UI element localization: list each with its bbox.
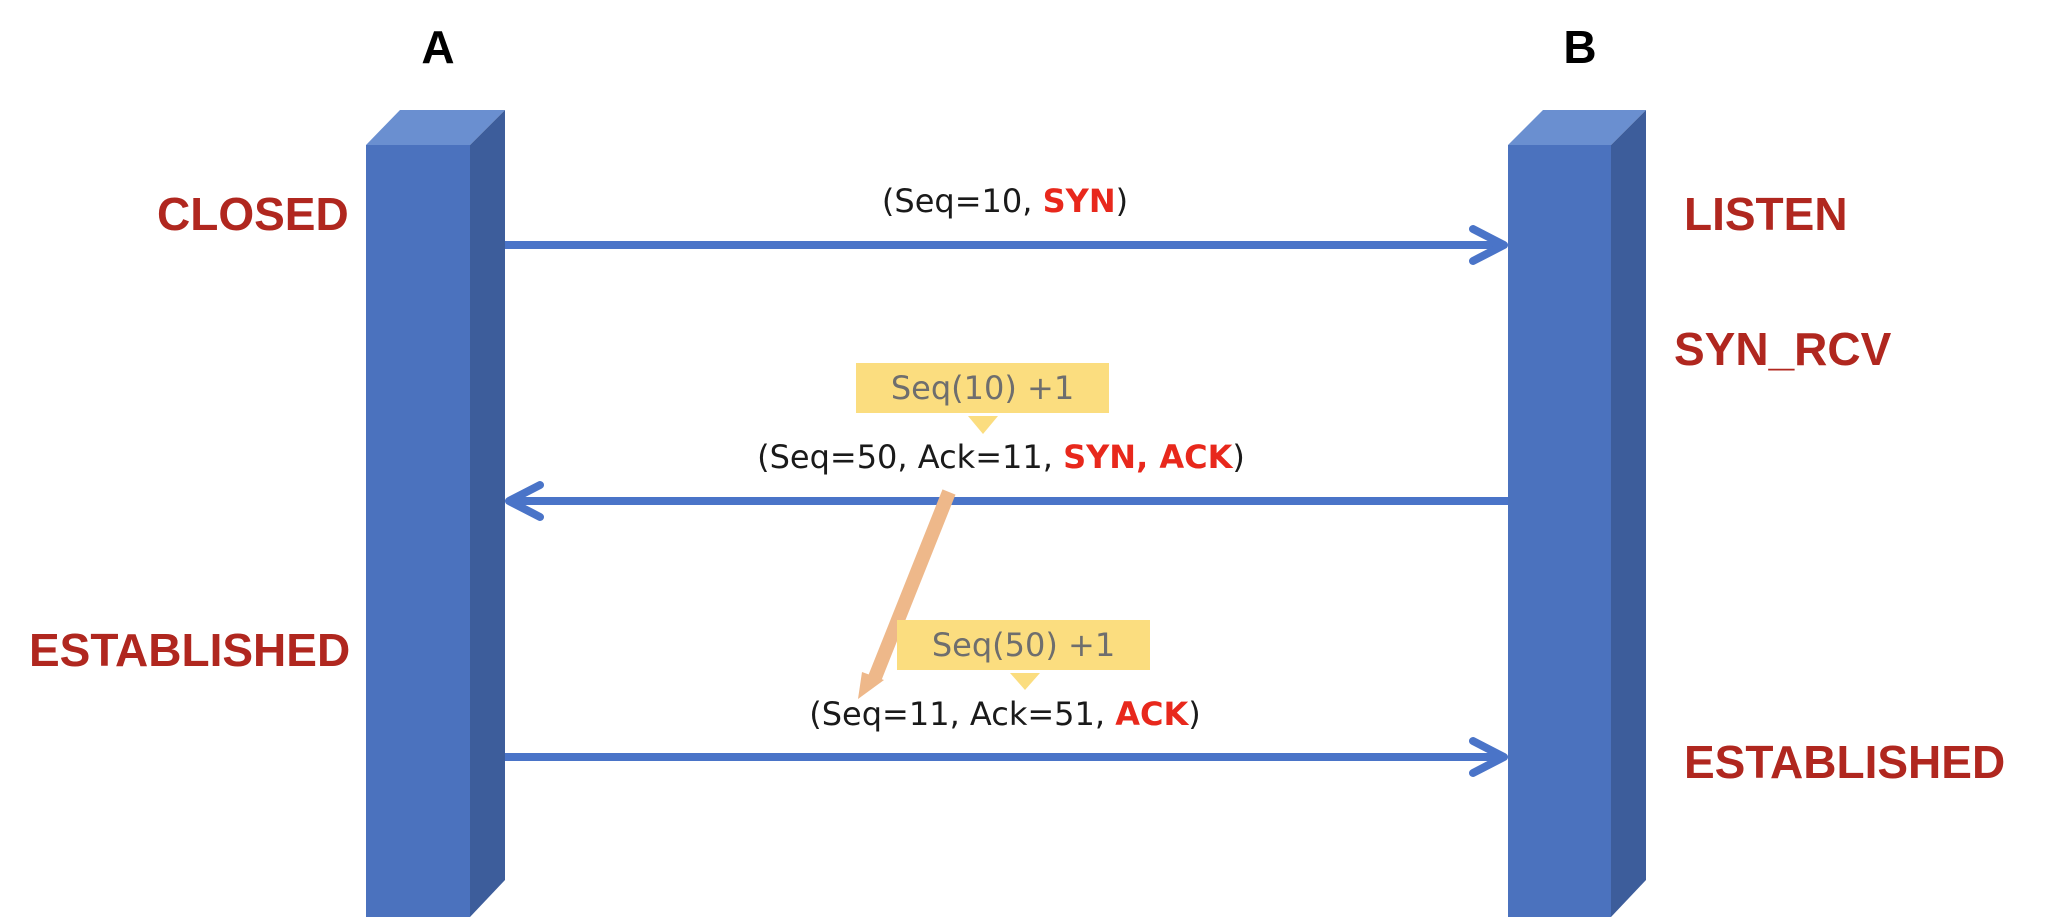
arrow-ack bbox=[505, 737, 1508, 777]
callout-seq-10-plus-1: Seq(10) +1 bbox=[856, 363, 1109, 413]
state-a-established: ESTABLISHED bbox=[29, 624, 351, 676]
message-syn-ack-flag-ack: ACK bbox=[1159, 438, 1233, 476]
pillar-a-side bbox=[470, 110, 505, 917]
state-b-syn-rcv: SYN_RCV bbox=[1674, 323, 1892, 375]
message-ack-text: Seq=11, Ack=51, bbox=[821, 695, 1116, 733]
host-a-label: A bbox=[421, 21, 455, 73]
diagonal-ack-arrow bbox=[858, 489, 956, 699]
message-ack-close: ) bbox=[1188, 695, 1201, 733]
pillar-a-front bbox=[366, 145, 470, 917]
pillar-b-front bbox=[1508, 145, 1611, 917]
pillar-b-side bbox=[1611, 110, 1646, 917]
message-syn-open: ( bbox=[881, 182, 895, 220]
message-syn-text: Seq=10, bbox=[894, 182, 1043, 220]
arrow-syn bbox=[505, 225, 1508, 265]
arrow-syn-ack bbox=[505, 481, 1508, 521]
message-syn-ack: (Seq=50, Ack=11, SYN, ACK) bbox=[757, 438, 1245, 476]
pillar-b bbox=[1508, 110, 1646, 917]
message-ack-open: ( bbox=[809, 695, 822, 733]
pillar-a bbox=[366, 110, 505, 917]
host-b-label: B bbox=[1563, 21, 1597, 73]
state-b-listen: LISTEN bbox=[1684, 188, 1848, 240]
message-syn-close: ) bbox=[1115, 182, 1129, 220]
state-a-closed: CLOSED bbox=[157, 188, 349, 240]
message-syn-ack-open: ( bbox=[757, 438, 770, 476]
pillar-a-top bbox=[366, 110, 505, 145]
callout-seq-50-plus-1: Seq(50) +1 bbox=[897, 620, 1150, 670]
callout-1-pointer bbox=[968, 416, 998, 434]
message-syn-flag: SYN bbox=[1042, 182, 1116, 220]
message-syn: (Seq=10, SYN) bbox=[882, 182, 1128, 220]
message-ack-flag: ACK bbox=[1115, 695, 1189, 733]
message-syn-ack-text: Seq=50, Ack=11, bbox=[769, 438, 1064, 476]
message-syn-ack-close: ) bbox=[1232, 438, 1245, 476]
message-syn-ack-flag-syn: SYN bbox=[1063, 438, 1137, 476]
callout-2-pointer bbox=[1010, 673, 1040, 690]
message-ack: (Seq=11, Ack=51, ACK) bbox=[809, 695, 1201, 733]
state-b-established: ESTABLISHED bbox=[1684, 736, 2006, 788]
pillar-b-top bbox=[1508, 110, 1646, 145]
message-syn-ack-sep: , bbox=[1136, 438, 1160, 476]
